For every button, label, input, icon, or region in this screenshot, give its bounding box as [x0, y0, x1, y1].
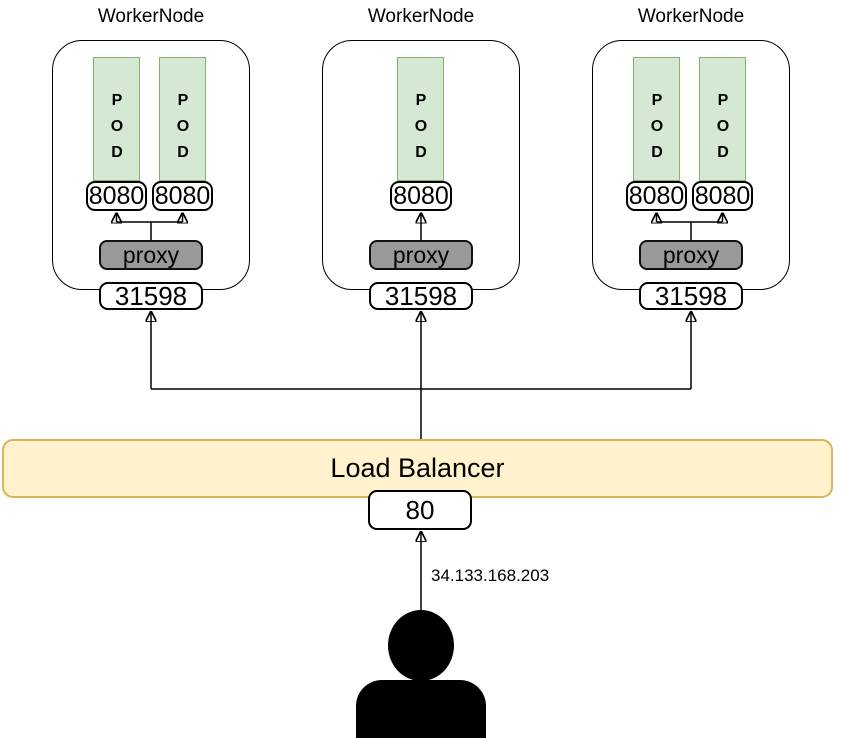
pod-port-badge: 8080	[152, 181, 213, 211]
worker-node-title-2: WorkerNode	[367, 6, 475, 27]
pod-port-badge: 8080	[390, 181, 452, 211]
pod: POD	[159, 57, 206, 181]
client-ip-label: 34.133.168.203	[431, 566, 550, 585]
kube-proxy: proxy	[369, 240, 473, 270]
load-balancer-port-badge: 80	[368, 490, 472, 530]
node-port-badge: 31598	[639, 282, 743, 310]
pod: POD	[397, 57, 444, 181]
pod-port-badge: 8080	[626, 181, 687, 211]
person-icon-body	[356, 680, 486, 738]
pod-port-badge: 8080	[86, 181, 147, 211]
pod-label: POD	[648, 92, 666, 170]
node-port-badge: 31598	[369, 282, 473, 310]
worker-node-title-3: WorkerNode	[637, 6, 745, 27]
load-balancer: Load Balancer	[2, 439, 833, 498]
load-balancer-label: Load Balancer	[330, 453, 505, 483]
kube-proxy: proxy	[99, 240, 203, 270]
pod: POD	[93, 57, 140, 181]
pod-port-badge: 8080	[692, 181, 753, 211]
pod-label: POD	[174, 92, 192, 170]
pod: POD	[633, 57, 680, 181]
pod-label: POD	[412, 92, 430, 170]
worker-node-title-1: WorkerNode	[97, 6, 205, 27]
person-icon	[388, 610, 454, 681]
pod-label: POD	[714, 92, 732, 170]
pod-label: POD	[108, 92, 126, 170]
kube-proxy: proxy	[639, 240, 743, 270]
pod: POD	[699, 57, 746, 181]
node-port-badge: 31598	[99, 282, 203, 310]
